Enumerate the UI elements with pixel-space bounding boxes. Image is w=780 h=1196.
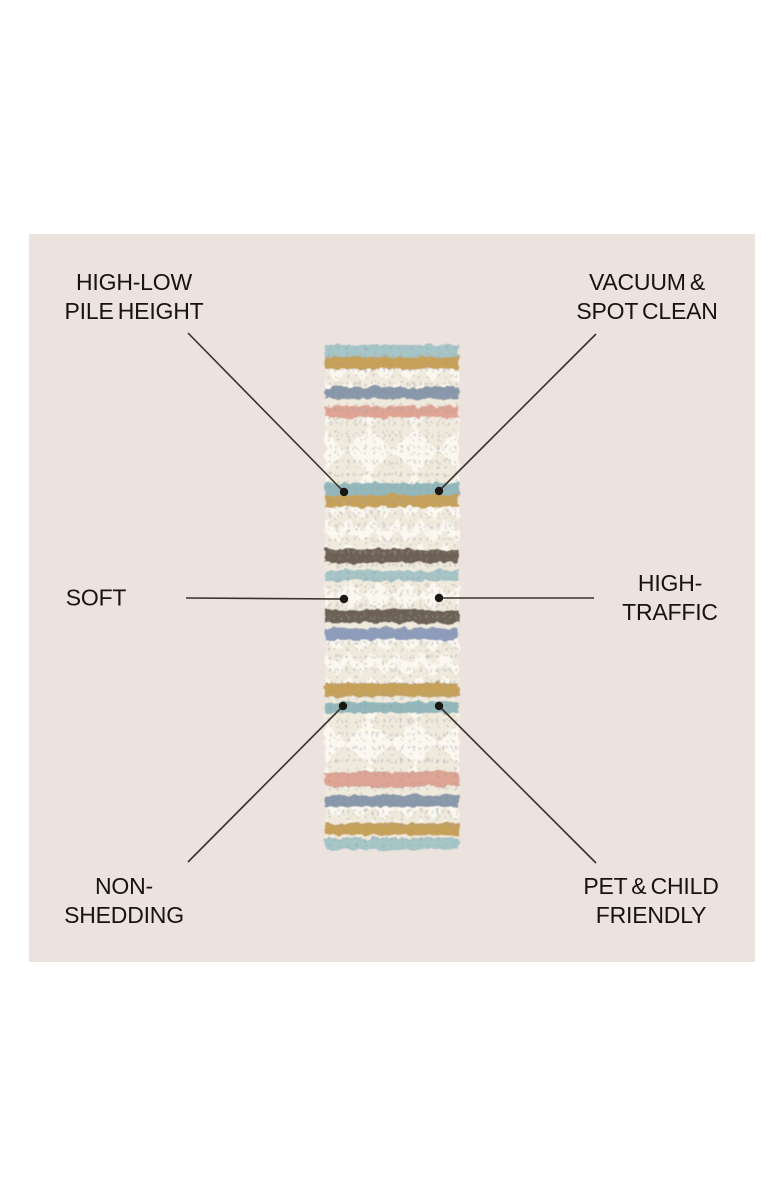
rug-stripe-cream: [325, 563, 459, 570]
rug-stripe-cream: [325, 697, 459, 702]
rug-stripe-pink: [325, 406, 459, 418]
label-high-low-pile-height: HIGH-LOW PILE HEIGHT: [65, 268, 204, 326]
callout-line-pet-child: [438, 705, 597, 864]
rug-stripe-dia: [325, 418, 459, 483]
rug-stripe-zig: [325, 807, 459, 823]
label-line: SPOT CLEAN: [576, 298, 718, 324]
rug-stripe-diaS: [325, 581, 459, 610]
callout-line-non-shedding: [187, 705, 344, 863]
rug-stripe-slate: [325, 387, 459, 399]
label-line: SHEDDING: [64, 902, 184, 928]
label-pet-child-friendly: PET & CHILD FRIENDLY: [583, 872, 718, 930]
label-line: TRAFFIC: [622, 599, 718, 625]
label-line: SOFT: [65, 584, 127, 611]
label-vacuum-spot-clean: VACUUM & SPOT CLEAN: [576, 268, 717, 326]
rug-stripe-zig: [325, 507, 459, 549]
label-line: HIGH-LOW: [76, 269, 192, 295]
label-non-shedding: NON- SHEDDING: [64, 872, 184, 930]
label-soft: SOFT: [66, 584, 127, 613]
rug-stripe-cream: [325, 787, 459, 795]
rug-stripe-dia: [325, 713, 459, 772]
rug-stripe-gold: [325, 823, 459, 835]
label-line: NON-: [95, 873, 153, 899]
rug-stripe-gold: [325, 357, 459, 369]
rug-stripe-zig: [325, 640, 459, 683]
rug-stripe-gold: [325, 495, 459, 507]
callout-line-vacuum: [438, 333, 597, 492]
callout-line-soft: [185, 597, 345, 600]
rug-image: [325, 345, 459, 850]
rug-stripe-gold: [325, 683, 459, 697]
rug-stripe-brown: [325, 610, 459, 623]
rug-stripe-cream: [325, 399, 459, 406]
label-line: HIGH-: [637, 570, 703, 596]
rug-stripe-slate: [325, 795, 459, 807]
callout-line-high-low: [187, 332, 345, 493]
label-high-traffic: HIGH- TRAFFIC: [622, 569, 718, 627]
rug-stripe-tealLight: [325, 570, 459, 581]
rug-stripe-zig: [325, 369, 459, 387]
label-line: FRIENDLY: [595, 902, 707, 928]
label-line: PET & CHILD: [583, 873, 719, 899]
rug-stripe-tealLight: [325, 838, 459, 850]
rug-stripe-teal: [325, 483, 459, 495]
label-line: VACUUM &: [588, 269, 706, 295]
rug-stripe-teal: [325, 702, 459, 713]
rug-stripe-brown: [325, 549, 459, 563]
rug-stripe-pink: [325, 772, 459, 787]
rug-stripe-tealLight: [325, 345, 459, 357]
feature-panel: HIGH-LOW PILE HEIGHT VACUUM & SPOT CLEAN…: [29, 234, 755, 962]
rug-stripe-cream: [325, 623, 459, 628]
rug-stripe-peri: [325, 628, 459, 640]
rug-stripe-cream: [325, 835, 459, 838]
label-line: PILE HEIGHT: [64, 298, 204, 324]
